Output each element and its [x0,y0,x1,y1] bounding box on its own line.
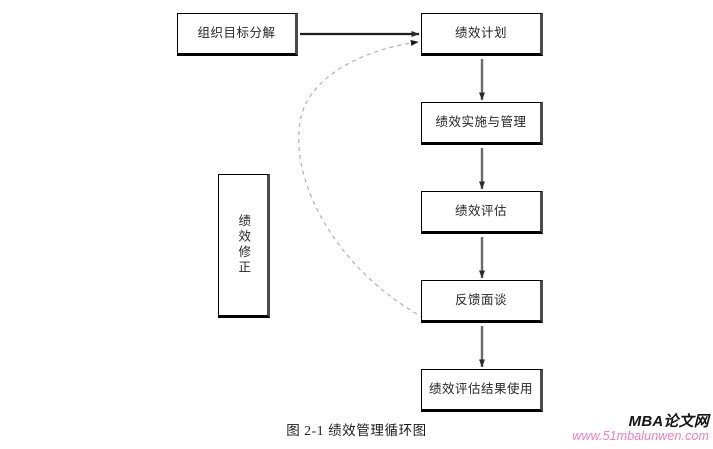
node-performance-correction-label: 绩效修正 [236,214,251,276]
node-performance-plan[interactable]: 绩效计划 [421,13,543,56]
node-performance-appraisal-label: 绩效评估 [454,204,507,219]
edge-feedback-loop-dashed [298,39,425,319]
watermark-url: www.51mbalunwen.com [572,429,709,444]
watermark: MBA论文网 www.51mbalunwen.com [529,413,709,444]
node-performance-execution-label: 绩效实施与管理 [435,115,527,130]
node-feedback-interview-label: 反馈面谈 [454,293,507,308]
node-org-goal[interactable]: 组织目标分解 [177,13,298,56]
figure-caption: 图 2-1 绩效管理循环图 [286,423,427,438]
node-appraisal-results-use-label: 绩效评估结果使用 [428,382,533,397]
node-appraisal-results-use[interactable]: 绩效评估结果使用 [421,369,543,412]
node-performance-plan-label: 绩效计划 [454,26,507,41]
node-performance-execution[interactable]: 绩效实施与管理 [421,102,543,145]
node-org-goal-label: 组织目标分解 [197,26,276,41]
node-performance-correction[interactable]: 绩效修正 [218,174,270,318]
node-performance-appraisal[interactable]: 绩效评估 [421,191,543,234]
node-feedback-interview[interactable]: 反馈面谈 [421,280,543,323]
watermark-title: MBA论文网 [628,413,709,430]
